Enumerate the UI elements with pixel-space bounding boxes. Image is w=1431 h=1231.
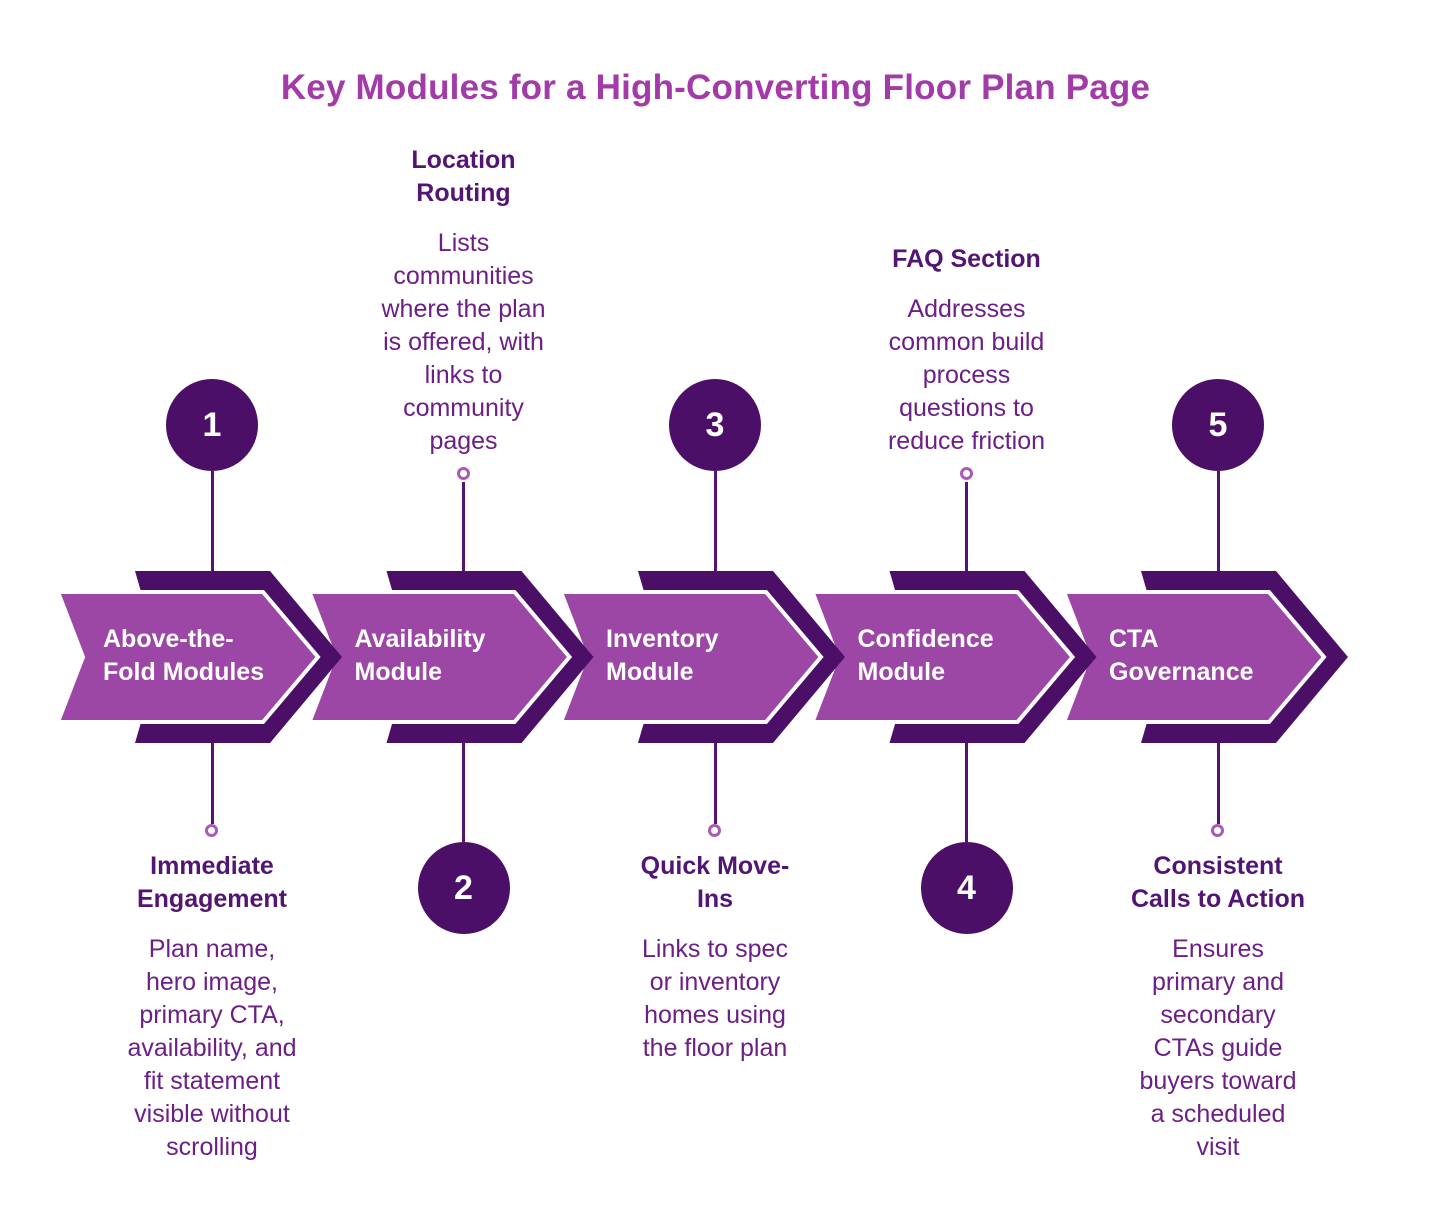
connector-dot: [959, 467, 973, 480]
column-body: Addresses common build process questions to…: [827, 293, 1107, 458]
column-heading: Quick Move- Ins: [575, 850, 855, 916]
column-body-line: homes using: [644, 1001, 786, 1029]
column-body-line: process: [922, 361, 1011, 389]
column-heading-line: Consistent: [1153, 852, 1283, 880]
step-number: 3: [705, 405, 725, 444]
column-heading-line: Routing: [416, 179, 511, 207]
column-body-line: common build: [888, 328, 1045, 356]
column-body-line: Addresses: [907, 295, 1026, 323]
column-heading: FAQ Section: [827, 243, 1107, 276]
module-label-line: Confidence: [857, 625, 994, 653]
connector-line-bottom: [210, 740, 214, 824]
column-body-line: visible without: [134, 1100, 290, 1128]
connector-dot: [708, 824, 721, 837]
column-body-line: Links to spec: [642, 935, 788, 963]
step-number: 2: [454, 868, 473, 907]
module-label-line: Module: [354, 658, 443, 686]
column-body: Plan name, hero image, primary CTA, availab…: [72, 933, 352, 1164]
module-arrow-5: [1061, 571, 1348, 743]
column-body-line: communities: [393, 262, 534, 290]
step-circle: 2: [417, 842, 510, 934]
module-arrow-3: [558, 571, 845, 743]
column-body-line: secondary: [1160, 1001, 1276, 1029]
step-circle: 1: [166, 379, 258, 471]
module-arrow-1: [55, 571, 342, 743]
column-body: Lists communities where the plan is offered…: [324, 227, 604, 458]
column-body-line: reduce friction: [887, 427, 1046, 455]
connector-line-top: [462, 482, 465, 576]
module-label-line: Availability: [354, 625, 486, 653]
arrow-body: [55, 590, 321, 724]
connector-dot: [456, 467, 470, 480]
module-arrow-2: [306, 571, 594, 743]
connector-line-top: [713, 471, 717, 576]
column-body-line: primary and: [1152, 968, 1284, 996]
column-body-line: is offered, with: [383, 328, 544, 356]
column-body-line: scrolling: [166, 1133, 258, 1161]
connector-line-bottom: [462, 740, 465, 842]
column-body-line: a scheduled: [1150, 1100, 1286, 1128]
step-circle: 4: [920, 842, 1013, 934]
connector-line-top: [1216, 471, 1220, 576]
column-body-line: buyers toward: [1139, 1067, 1297, 1095]
column-heading-line: Ins: [696, 885, 734, 913]
column-body-line: availability, and: [127, 1034, 297, 1062]
step-number: 1: [202, 405, 222, 444]
column-body-line: or inventory: [649, 968, 781, 996]
connector-line-top: [210, 471, 214, 576]
column-body: Links to spec or inventory homes using the …: [575, 933, 855, 1065]
module-label: CTA Governance: [1109, 591, 1294, 721]
module-label-line: CTA: [1109, 625, 1159, 653]
connector-line-bottom: [1216, 740, 1220, 824]
column-body-line: the floor plan: [642, 1034, 788, 1062]
page-title: Key Modules for a High-Converting Floor …: [280, 68, 1151, 107]
column-body-line: CTAs guide: [1153, 1034, 1283, 1062]
module-arrow-4: [809, 571, 1097, 743]
module-label-line: Governance: [1109, 658, 1254, 686]
column-body-line: Ensures: [1172, 935, 1264, 963]
arrow-band: [55, 571, 1348, 743]
column-body-line: questions to: [899, 394, 1034, 422]
step-circle: 5: [1172, 379, 1264, 471]
module-label-line: Fold Modules: [103, 658, 265, 686]
connector-line-bottom: [965, 740, 968, 842]
column-body-line: Plan name,: [148, 935, 276, 963]
connector-dot: [1211, 824, 1224, 837]
column-heading-line: FAQ Section: [892, 245, 1041, 273]
column-heading-line: Engagement: [136, 885, 288, 913]
column-heading-line: Quick Move-: [640, 852, 790, 880]
module-label-line: Module: [857, 658, 946, 686]
column-body-line: Lists: [437, 229, 490, 257]
column-heading-line: Calls to Action: [1130, 885, 1306, 913]
column-heading-line: Immediate: [150, 852, 274, 880]
column-body-line: primary CTA,: [139, 1001, 285, 1029]
module-label-line: Inventory: [606, 625, 719, 653]
column-body-line: community: [403, 394, 524, 422]
column-body-line: pages: [429, 427, 498, 455]
column-body-line: where the plan: [381, 295, 546, 323]
column-body-line: links to: [424, 361, 503, 389]
connector-dot: [205, 824, 218, 837]
column-body-line: visit: [1196, 1133, 1240, 1161]
connector-line-top: [965, 482, 968, 576]
column-body-line: hero image,: [145, 968, 279, 996]
connector-line-bottom: [713, 740, 717, 824]
step-number: 5: [1208, 405, 1228, 444]
column-heading-line: Location: [411, 146, 516, 174]
module-label-line: Above-the-: [103, 625, 234, 653]
module-label-line: Module: [606, 658, 694, 686]
step-number: 4: [957, 868, 976, 907]
column-body-line: fit statement: [143, 1067, 281, 1095]
step-circle: 3: [669, 379, 761, 471]
module-label: Above-the- Fold Modules: [103, 591, 288, 721]
